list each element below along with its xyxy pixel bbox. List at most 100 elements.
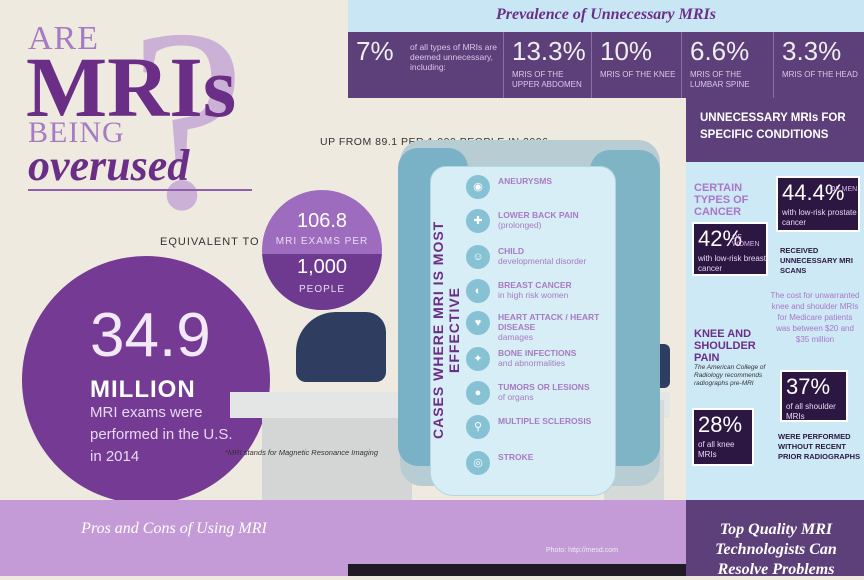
case-title: ANEURYSMS: [498, 176, 552, 186]
title-divider: [28, 189, 252, 191]
cases-panel: [430, 166, 616, 496]
acr-note: The American College of Radiology recomm…: [694, 364, 766, 387]
question-mark-graphic: ?: [130, 0, 246, 264]
case-icon: ♥: [466, 311, 490, 335]
case-title: BREAST CANCER: [498, 280, 572, 290]
case-icon: ●: [466, 381, 490, 405]
case-title: MULTIPLE SCLEROSIS: [498, 416, 592, 426]
case-item: ◉ ANEURYSMS: [466, 174, 616, 202]
bottom-dark-strip: [348, 564, 686, 576]
title-overused: overused: [28, 141, 190, 190]
men-stat-box: 44.4% OF MEN with low-risk prostate canc…: [776, 176, 860, 232]
men-value: 44.4%: [782, 180, 845, 205]
stat-value: 6.6%: [690, 36, 750, 66]
case-item: ⚲ MULTIPLE SCLEROSIS: [466, 414, 616, 442]
case-icon: ☺: [466, 245, 490, 269]
cases-vertical-title: CASES WHERE MRI IS MOST EFFECTIVE: [430, 220, 462, 440]
exams-per-label: MRI EXAMS PER: [275, 236, 369, 247]
case-subtitle: developmental disorder: [498, 256, 587, 266]
case-text: LOWER BACK PAIN(prolonged): [498, 210, 579, 230]
case-subtitle: (prolonged): [498, 220, 542, 230]
stat-value: 13.3%: [512, 36, 586, 66]
photo-credit: Photo: http://mesd.com: [546, 547, 618, 554]
women-stat-box: 42% OF WOMEN with low-risk breast cancer: [692, 222, 768, 276]
knee-value: 28%: [698, 412, 743, 437]
case-title: LOWER BACK PAIN: [498, 210, 579, 220]
case-icon: ✚: [466, 209, 490, 233]
cost-text: The cost for unwarranted knee and should…: [770, 291, 860, 344]
bottom-middle-band: [348, 500, 686, 576]
pros-cons-title: Pros and Cons of Using MRI: [81, 520, 267, 537]
technologists-banner: [686, 500, 864, 576]
case-text: STROKE: [498, 452, 533, 462]
total-exams-unit: MILLION: [90, 376, 196, 403]
women-desc: with low-risk breast cancer: [698, 254, 767, 273]
knee-shoulder-heading: KNEE AND SHOULDER PAIN: [694, 328, 756, 364]
case-title: CHILD: [498, 246, 524, 256]
case-title: HEART ATTACK / HEART DISEASE: [498, 312, 600, 332]
women-of: OF WOMEN: [732, 234, 760, 248]
men-desc: with low-risk prostate cancer: [782, 208, 857, 227]
stat-label: MRIs OF THE UPPER ABDOMEN: [512, 70, 582, 89]
title-are: ARE: [28, 20, 99, 57]
total-exams-value: 34.9: [90, 301, 211, 370]
prevalence-title: Prevalence of Unnecessary MRIs: [496, 6, 716, 23]
case-text: MULTIPLE SCLEROSIS: [498, 416, 591, 426]
knee-desc: of all knee MRIs: [698, 440, 735, 459]
stat-label: of all types of MRIs are deemed unnecess…: [410, 42, 497, 72]
shoulder-stat-box: 37% of all shoulder MRIs: [780, 370, 848, 422]
case-title: BONE INFECTIONS: [498, 348, 577, 358]
received-text: RECEIVED UNNECESSARY MRI SCANS: [780, 246, 853, 275]
equivalent-to-text: EQUIVALENT TO: [160, 236, 260, 248]
case-item: ◎STROKE: [466, 450, 616, 478]
case-subtitle: in high risk women: [498, 290, 569, 300]
patient-figure: [296, 312, 386, 382]
title-mris: MRIs: [26, 39, 237, 135]
technologists-title: Top Quality MRI Technologists Can Resolv…: [715, 521, 837, 578]
stat-all-types: 7% of all types of MRIs are deemed unnec…: [348, 32, 504, 98]
stat-label: MRIs OF THE LUMBAR SPINE: [690, 70, 750, 89]
case-title: TUMORS OR LESIONS: [498, 382, 590, 392]
case-title: STROKE: [498, 452, 534, 462]
cancer-heading: CERTAIN TYPES OF CANCER: [694, 182, 749, 218]
per-1000-circle-lower: [262, 254, 382, 310]
case-text: ANEURYSMS: [498, 176, 552, 186]
title-being: BEING: [28, 116, 125, 149]
stat-value: 3.3%: [782, 36, 842, 66]
case-subtitle: damages: [498, 332, 533, 342]
case-subtitle: and abnormalities: [498, 358, 566, 368]
stat-value: 7%: [356, 36, 394, 66]
case-item: ✚ LOWER BACK PAIN(prolonged): [466, 208, 616, 236]
pros-cons-banner: [0, 500, 348, 576]
case-icon: ⚲: [466, 415, 490, 439]
case-subtitle: of organs: [498, 392, 534, 402]
prevalence-header: [348, 0, 864, 32]
total-exams-desc: MRI exams were performed in the U.S. in …: [90, 404, 233, 465]
women-value: 42%: [698, 226, 743, 251]
conditions-header-text: UNNECESSARY MRIs FOR SPECIFIC CONDITIONS: [700, 112, 846, 141]
knee-stat-box: 28% of all knee MRIs: [692, 408, 754, 466]
per-1000-circle: 106.8 MRI EXAMS PER 1,000 PEOPLE: [262, 190, 382, 310]
stat-label: MRIs OF THE KNEE: [600, 70, 676, 79]
people-label: PEOPLE: [298, 284, 346, 295]
case-icon: ✦: [466, 347, 490, 371]
performed-text: WERE PERFORMED WITHOUT RECENT PRIOR RADI…: [778, 432, 861, 461]
mri-footnote: *MRI stands for Magnetic Resonance Imagi…: [225, 448, 378, 457]
conditions-header: [686, 98, 864, 162]
exams-per-value: 106.8: [296, 210, 348, 232]
stat-lumbar-spine: 6.6% MRIs OF THE LUMBAR SPINE: [682, 32, 774, 98]
case-icon: ◉: [466, 175, 490, 199]
stat-head: 3.3% MRIs OF THE HEAD: [774, 32, 864, 98]
people-value: 1,000: [296, 256, 348, 278]
case-icon: ◐: [466, 279, 490, 303]
stat-value: 10%: [600, 36, 653, 66]
